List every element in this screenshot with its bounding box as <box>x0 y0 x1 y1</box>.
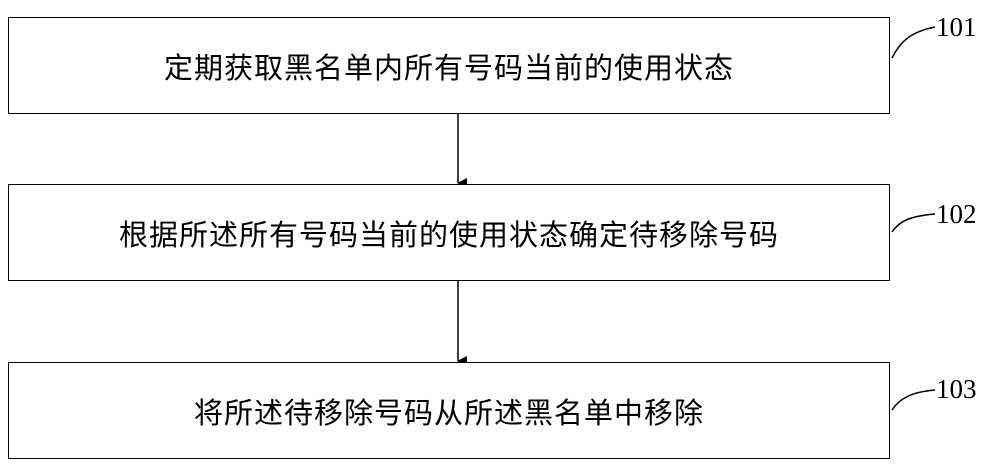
step-box-102: 根据所述所有号码当前的使用状态确定待移除号码 <box>8 184 890 281</box>
leader-line-101 <box>891 26 936 59</box>
step-number-102: 102 <box>936 199 977 229</box>
leader-line-103 <box>891 389 936 411</box>
step-box-101: 定期获取黑名单内所有号码当前的使用状态 <box>8 17 890 114</box>
step-label-102: 根据所述所有号码当前的使用状态确定待移除号码 <box>118 217 779 252</box>
step-box-103: 将所述待移除号码从所述黑名单中移除 <box>8 362 890 459</box>
leader-line-102 <box>891 213 936 233</box>
step-number-101: 101 <box>936 12 977 42</box>
step-label-101: 定期获取黑名单内所有号码当前的使用状态 <box>163 50 734 85</box>
step-number-103: 103 <box>936 374 977 404</box>
step-label-103: 将所述待移除号码从所述黑名单中移除 <box>193 395 704 430</box>
